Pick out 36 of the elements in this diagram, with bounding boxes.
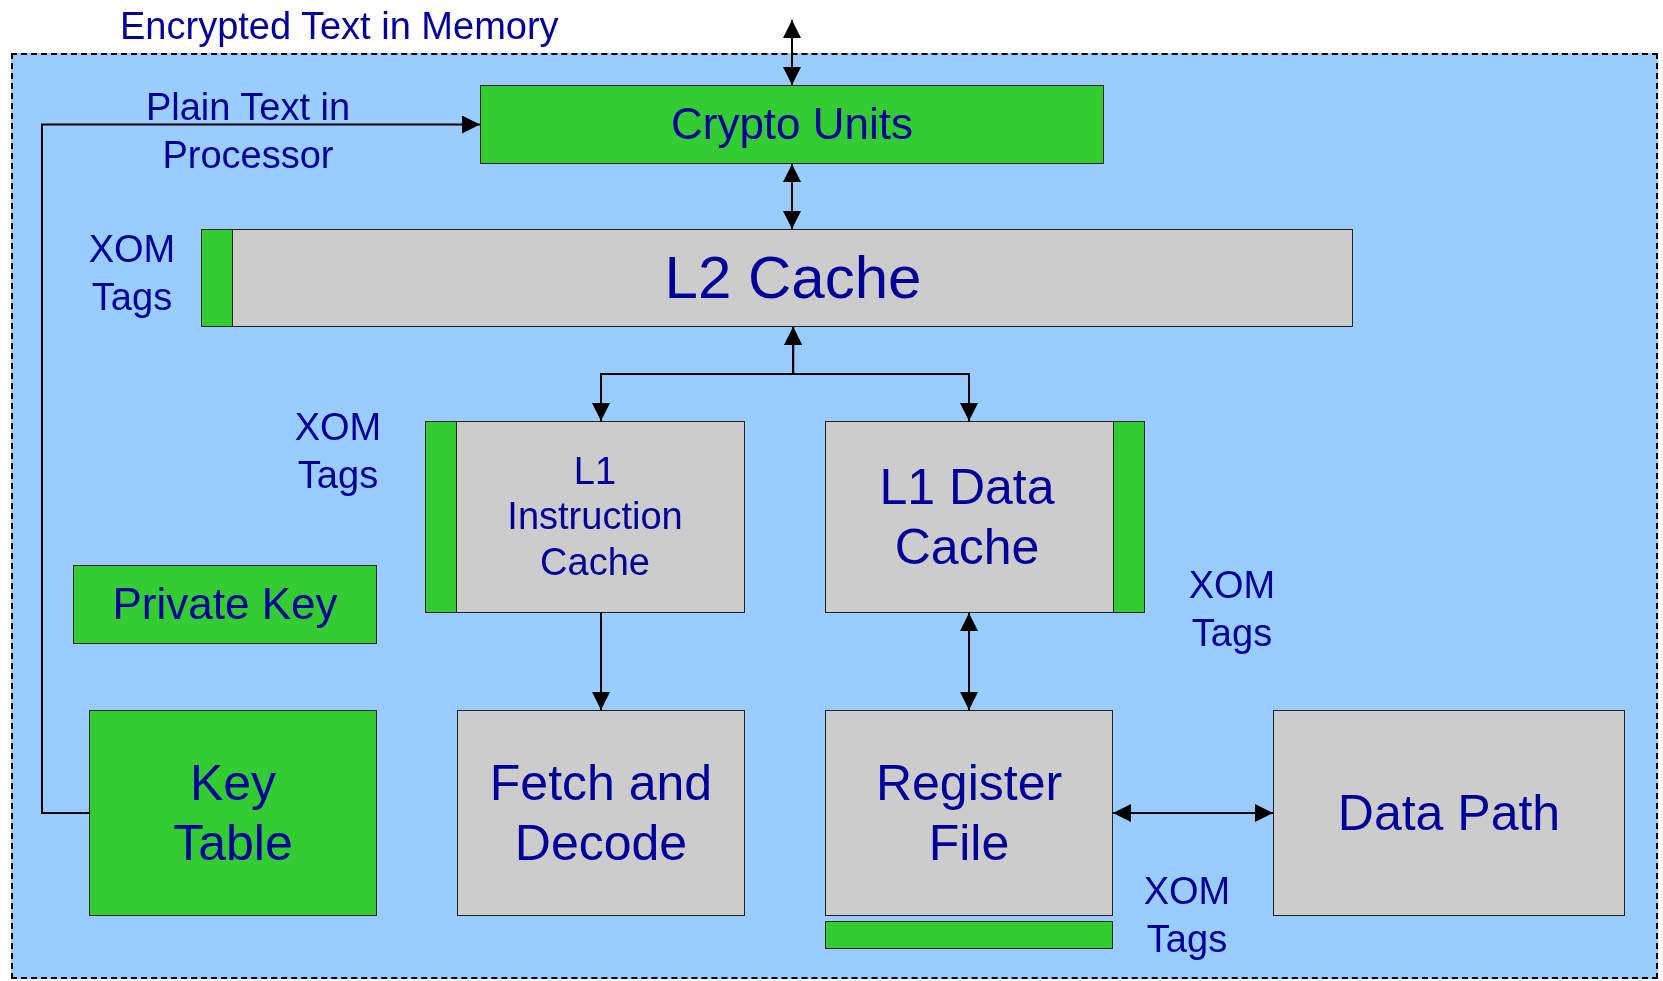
- arrow: [783, 163, 801, 230]
- tag-bar: [200, 228, 233, 327]
- tag-label: XOM Tags: [1187, 563, 1277, 656]
- arrow: [960, 612, 978, 711]
- key-table-box: [89, 710, 377, 916]
- arrow: [784, 326, 978, 422]
- crypto-unit-box: [480, 85, 1104, 164]
- tag-bar: [424, 420, 457, 613]
- cache-box: [425, 421, 745, 613]
- cache-box: [825, 421, 1145, 613]
- region-label: Plain Text in Processor: [144, 85, 352, 178]
- box-label: Register File: [875, 754, 1063, 873]
- arrow: [41, 115, 481, 814]
- region-label: Encrypted Text in Memory: [120, 4, 559, 49]
- arrow: [592, 612, 610, 711]
- box-label: Data Path: [1337, 784, 1561, 843]
- tag-bar: [1112, 420, 1145, 613]
- box-label: Fetch and Decode: [488, 754, 714, 873]
- key-box: [73, 565, 377, 644]
- tag-bar: [825, 921, 1113, 949]
- box-label: Key Table: [172, 754, 294, 873]
- processor-boundary: [11, 53, 1658, 979]
- box-label: Crypto Units: [670, 98, 914, 151]
- register-box: [825, 710, 1113, 916]
- tag-label: XOM Tags: [87, 227, 177, 320]
- arrow: [783, 19, 801, 86]
- tag-label: XOM Tags: [293, 405, 383, 498]
- cache-box: [201, 229, 1353, 327]
- box-label: L2 Cache: [664, 243, 922, 313]
- box-label: L1 Instruction Cache: [506, 448, 684, 585]
- box-label: L1 Data Cache: [878, 458, 1056, 577]
- box-label: Private Key: [112, 578, 338, 631]
- arrow: [1112, 804, 1274, 822]
- tag-label: XOM Tags: [1142, 869, 1232, 962]
- process-box: [457, 710, 745, 916]
- process-box: [1273, 710, 1625, 916]
